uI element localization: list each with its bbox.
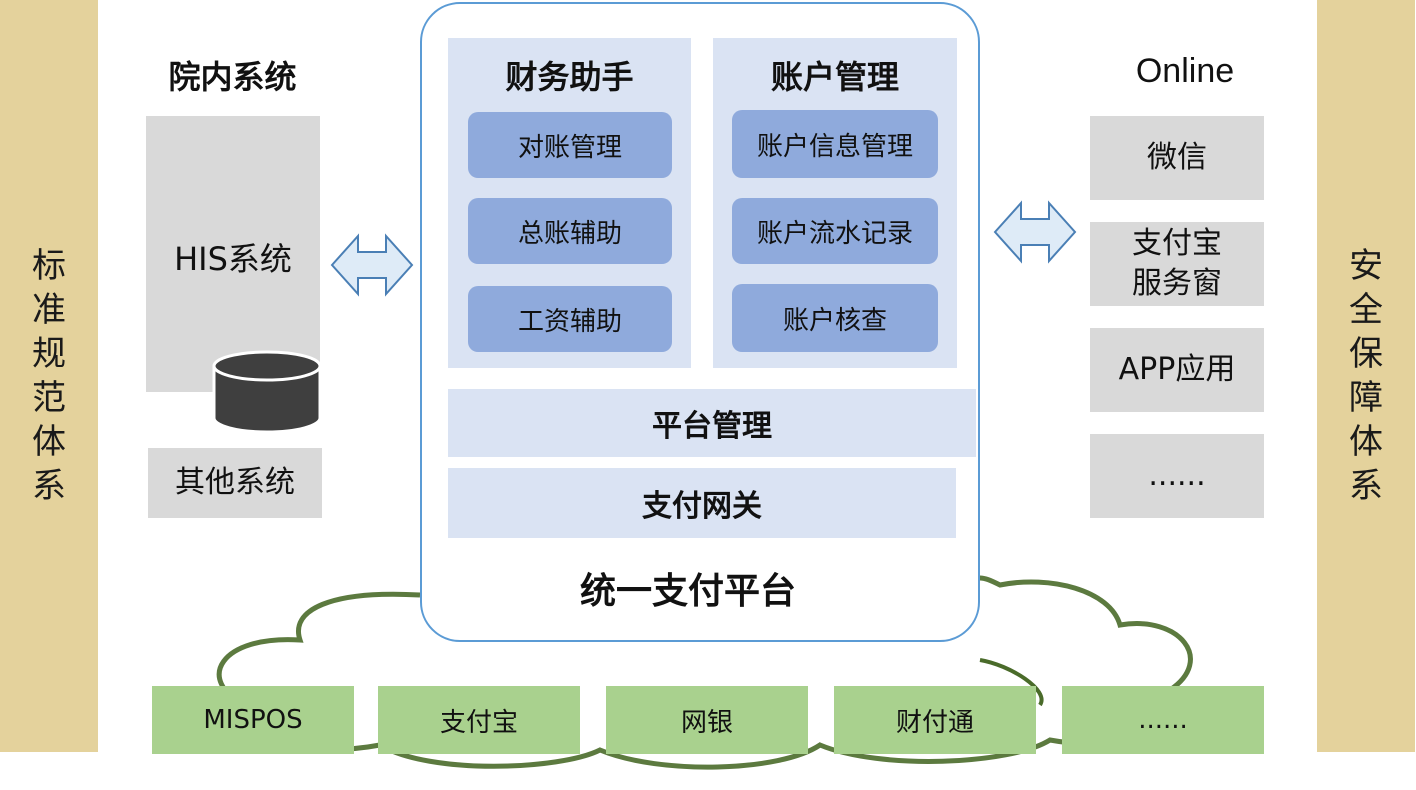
- finance-assistant-panel: 财务助手 对账管理 总账辅助 工资辅助: [448, 38, 691, 368]
- standards-system-bar: 标准规范体系: [0, 0, 98, 752]
- his-system-box: HIS系统: [146, 116, 320, 392]
- channel-online-bank-label: 网银: [680, 707, 733, 738]
- online-heading: Online: [1135, 52, 1235, 90]
- account-info-management-button[interactable]: 账户信息管理: [732, 110, 938, 178]
- account-flow-record-button[interactable]: 账户流水记录: [732, 198, 938, 264]
- online-item-wechat-label: 微信: [1147, 140, 1207, 175]
- hospital-systems-heading: 院内系统: [168, 58, 297, 96]
- other-systems-label: 其他系统: [175, 465, 295, 500]
- channel-online-bank[interactable]: 网银: [606, 686, 808, 754]
- online-item-more-label: ......: [1148, 458, 1206, 493]
- channel-mispos-label: MISPOS: [203, 705, 303, 735]
- reconciliation-management-label: 对账管理: [517, 132, 622, 163]
- channel-alipay-label: 支付宝: [439, 707, 518, 738]
- online-item-app[interactable]: APP应用: [1090, 328, 1264, 412]
- security-system-bar: 安全保障体系: [1317, 0, 1415, 752]
- online-item-app-label: APP应用: [1118, 352, 1236, 387]
- right-double-arrow-icon: [993, 200, 1077, 264]
- account-flow-record-label: 账户流水记录: [756, 218, 913, 249]
- left-double-arrow-icon: [330, 233, 414, 297]
- payment-gateway-label: 支付网关: [642, 489, 762, 524]
- platform-management-label: 平台管理: [652, 409, 772, 444]
- platform-title: 统一支付平台: [579, 571, 796, 612]
- security-system-label: 安全保障体系: [1349, 246, 1383, 506]
- account-info-management-label: 账户信息管理: [756, 131, 913, 162]
- account-verification-label: 账户核查: [782, 305, 887, 336]
- online-item-more[interactable]: ......: [1090, 434, 1264, 518]
- channel-tenpay[interactable]: 财付通: [834, 686, 1036, 754]
- channel-tenpay-label: 财付通: [895, 707, 974, 738]
- channel-more-label: ......: [1138, 705, 1188, 735]
- channel-more[interactable]: ......: [1062, 686, 1264, 754]
- database-icon: [212, 350, 322, 434]
- other-systems-box: 其他系统: [148, 448, 322, 518]
- account-management-panel: 账户管理 账户信息管理 账户流水记录 账户核查: [713, 38, 957, 368]
- online-item-alipay-window[interactable]: 支付宝 服务窗: [1090, 222, 1264, 306]
- online-item-wechat[interactable]: 微信: [1090, 116, 1264, 200]
- online-item-alipay-window-label: 支付宝 服务窗: [1132, 226, 1222, 301]
- platform-management-band[interactable]: 平台管理: [448, 389, 976, 457]
- finance-assistant-heading: 财务助手: [505, 58, 634, 96]
- account-verification-button[interactable]: 账户核查: [732, 284, 938, 352]
- channel-mispos[interactable]: MISPOS: [152, 686, 354, 754]
- channel-alipay[interactable]: 支付宝: [378, 686, 580, 754]
- account-management-heading: 账户管理: [770, 58, 899, 96]
- reconciliation-management-button[interactable]: 对账管理: [468, 112, 672, 178]
- payment-gateway-band[interactable]: 支付网关: [448, 468, 956, 538]
- his-system-label: HIS系统: [174, 240, 292, 278]
- payroll-assist-button[interactable]: 工资辅助: [468, 286, 672, 352]
- ledger-assist-button[interactable]: 总账辅助: [468, 198, 672, 264]
- standards-system-label: 标准规范体系: [32, 246, 66, 506]
- ledger-assist-label: 总账辅助: [517, 218, 622, 249]
- payroll-assist-label: 工资辅助: [517, 306, 622, 337]
